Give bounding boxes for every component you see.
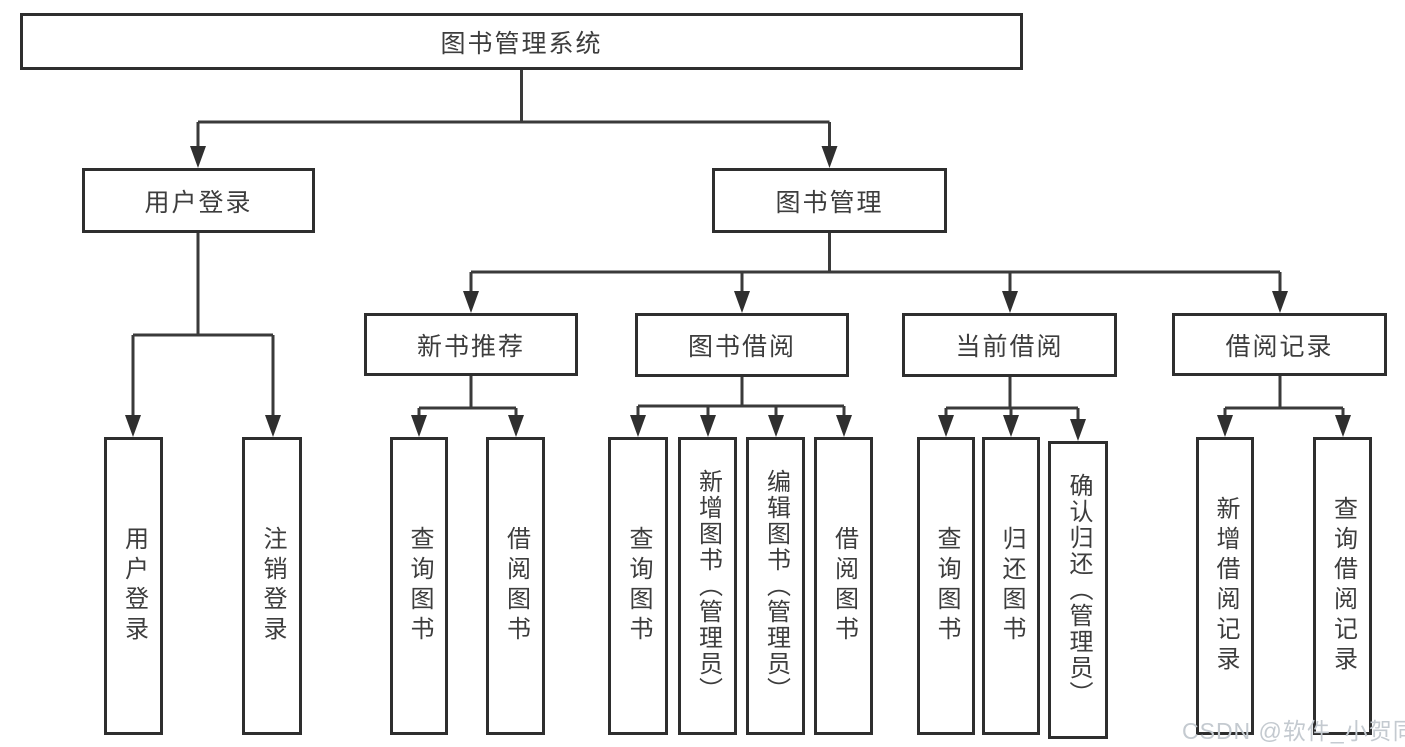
- node-borrowing-records: 借阅记录: [1172, 313, 1387, 376]
- leaf-query-books-recommend: 查询图书: [390, 437, 448, 735]
- leaf-query-borrow-record: 查询借阅记录: [1313, 437, 1372, 735]
- node-library-management-system: 图书管理系统: [20, 13, 1023, 70]
- leaf-query-books-borrow: 查询图书: [608, 437, 668, 735]
- leaf-logout: 注销登录: [242, 437, 302, 735]
- node-new-book-recommendation: 新书推荐: [364, 313, 578, 376]
- leaf-borrow-books-recommend: 借阅图书: [486, 437, 545, 735]
- leaf-confirm-return-admin: 确认归还（管理员）: [1048, 441, 1108, 739]
- node-current-borrowing: 当前借阅: [902, 313, 1117, 377]
- node-book-management: 图书管理: [712, 168, 947, 233]
- leaf-add-book-admin: 新增图书（管理员）: [678, 437, 737, 735]
- node-user-login: 用户登录: [82, 168, 315, 233]
- node-book-borrowing: 图书借阅: [635, 313, 849, 377]
- leaf-add-borrow-record: 新增借阅记录: [1196, 437, 1254, 735]
- leaf-borrow-books: 借阅图书: [814, 437, 873, 735]
- leaf-query-books-current: 查询图书: [917, 437, 975, 735]
- leaf-edit-book-admin: 编辑图书（管理员）: [746, 437, 805, 735]
- leaf-return-books: 归还图书: [982, 437, 1040, 735]
- csdn-watermark: CSDN @软件_小贺同学: [1182, 718, 1405, 744]
- leaf-user-login: 用户登录: [104, 437, 163, 735]
